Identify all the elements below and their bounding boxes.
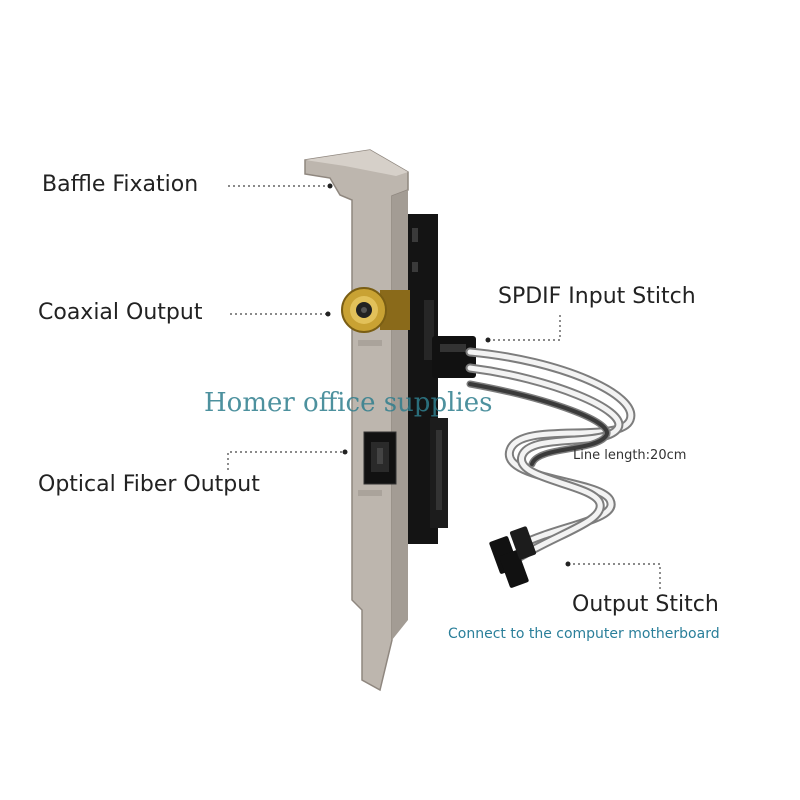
output-stitch-subtitle: Connect to the computer motherboard [448, 626, 720, 642]
leader-spdif [488, 312, 561, 341]
coaxial-connector [341, 287, 410, 333]
watermark-text: Homer office supplies [204, 388, 493, 418]
leader-lines [227, 185, 661, 590]
pcb-board [408, 214, 448, 544]
coaxial-output-label: Coaxial Output [38, 300, 203, 325]
line-length-label: Line length:20cm [573, 448, 687, 463]
optical-fiber-output-label: Optical Fiber Output [38, 472, 260, 497]
metal-bracket [304, 149, 409, 692]
leader-optical [227, 451, 345, 470]
baffle-fixation-label: Baffle Fixation [42, 172, 199, 197]
output-connectors [489, 526, 537, 588]
leader-dots [325, 183, 571, 567]
cable-wires [465, 347, 636, 565]
output-stitch-label: Output Stitch [572, 592, 719, 617]
spdif-input-stitch-label: SPDIF Input Stitch [498, 284, 696, 309]
spdif-input-cable [432, 336, 476, 378]
optical-connector [363, 431, 397, 485]
leader-output [568, 563, 661, 590]
